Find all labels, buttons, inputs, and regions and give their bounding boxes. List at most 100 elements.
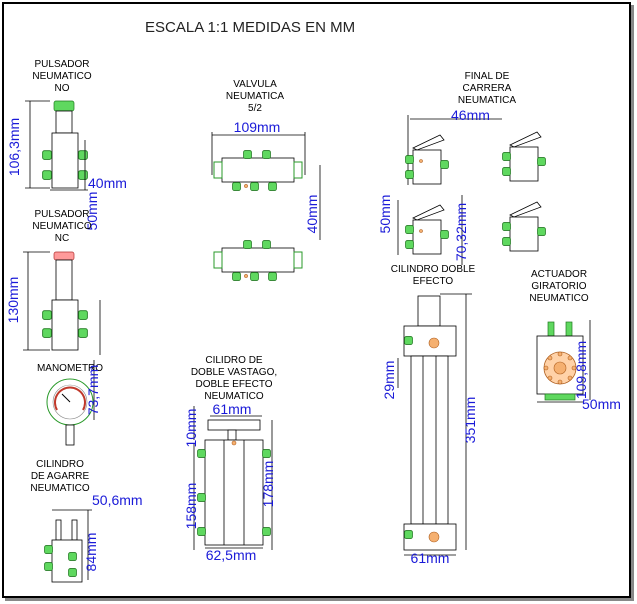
valvula-label-2: NEUMATICA [226,91,284,102]
manometro-needle [61,393,71,403]
pulsador-nc-neck [55,259,73,301]
cilindro-agarre-dim-height: 84mm [83,533,99,572]
cdv-label-3: DOBLE EFECTO [195,379,272,390]
pulsador-no-body [51,132,79,189]
pulsador-no-dim-height: 106,3mm [6,118,22,176]
cilindro-agarre-jaw [55,519,62,541]
cilindro-doble-efecto-port [404,530,413,539]
valvula-port [243,240,252,249]
manometro-scale [54,386,86,411]
pulsador-no-port [42,170,52,180]
cdv-dim-top-width: 61mm [213,401,252,417]
cilindro-agarre-port [44,562,53,571]
cilindro-agarre-label-1: CILINDRO [36,459,84,470]
final-carrera-dim-height: 50mm [377,195,393,234]
actuador-giratorio-group: ACTUADOR GIRATORIO NEUMATICO 109,8mm 50m… [529,269,621,412]
cdv-label-4: NEUMATICO [204,391,263,402]
valvula-port [232,272,241,281]
valvula-group: VALVULA NEUMATICA 5/2 109mm 40mm [211,79,321,281]
actuador-label-3: NEUMATICO [529,293,588,304]
cdv-body [204,439,264,546]
actuador-dim-width: 50mm [582,396,621,412]
final-carrera-port [440,160,449,169]
valvula-port [243,150,252,159]
pulsador-nc-port [78,310,88,320]
cilindro-doble-efecto-dim-length: 351mm [462,397,478,444]
cilindro-agarre-dim-width: 50,6mm [92,492,143,508]
cdv-label-1: CILIDRO DE [205,355,263,366]
pulsador-nc-dim-height: 130mm [5,277,21,324]
final-carrera-label-2: CARRERA [463,83,512,94]
pulsador-no-label-3: NO [55,83,70,94]
cdv-label-2: DOBLE VASTAGO, [191,367,277,378]
cdv-dim-body: 158mm [183,483,199,530]
final-carrera-dim-width: 46mm [451,107,490,123]
pulsador-nc-port [42,310,52,320]
valvula-port [262,240,271,249]
cdv-port [262,449,271,458]
cilindro-agarre-jaw [71,519,78,541]
pulsador-no-port [78,150,88,160]
valvula-port [232,182,241,191]
cilindro-agarre-group: CILINDRO DE AGARRE NEUMATICO 50,6mm 84mm [30,459,143,583]
cilindro-agarre-label-3: NEUMATICO [30,483,89,494]
actuador-label-1: ACTUADOR [531,269,587,280]
final-carrera-body [509,146,539,182]
final-carrera-label-1: FINAL DE [465,71,510,82]
actuador-port-stem [547,321,555,337]
cdv-dim-plate: 10mm [183,409,199,448]
pulsador-nc-label-1: PULSADOR [34,209,89,220]
pulsador-no-port [42,150,52,160]
valvula-port [262,150,271,159]
cilindro-doble-efecto-barrel [410,355,449,525]
valvula-lower-body [221,247,295,273]
cilindro-doble-efecto-port [404,336,413,345]
cilindro-doble-efecto-fitting [428,337,440,349]
final-carrera-body [412,219,442,255]
cilindro-agarre-port [44,545,53,554]
manometro-group: MANOMETRO 73,7mm [37,360,103,446]
valvula-upper-end [213,161,223,179]
actuador-label-2: GIRATORIO [531,281,586,292]
valvula-lower-end [293,251,303,269]
valvula-port [268,182,277,191]
pulsador-nc-port [78,328,88,338]
final-carrera-body [412,149,442,185]
pulsador-no-button [53,100,75,112]
pulsador-no-dim-depth: 50mm [84,192,100,231]
valvula-lower-end [213,251,223,269]
final-carrera-label-3: NEUMATICA [458,95,516,106]
final-carrera-lever [412,134,445,151]
cilindro-agarre-port [68,568,77,577]
pulsador-no-port [78,170,88,180]
cilindro-doble-efecto-label-2: EFECTO [413,276,454,287]
pulsador-no-group: PULSADOR NEUMATICO NO 106,3mm 40mm 50mm [6,59,127,230]
page-title: ESCALA 1:1 MEDIDAS EN MM [145,19,355,36]
final-carrera-port [502,152,511,161]
final-carrera-lever [509,201,542,218]
pulsador-nc-button [53,251,75,261]
cilindro-agarre-port [68,552,77,561]
cdv-top-plate [207,419,261,431]
final-carrera-port [502,222,511,231]
manometro-dim: 73,7mm [85,365,101,416]
final-carrera-port [405,170,414,179]
final-carrera-port [537,227,546,236]
pulsador-no-dim-width: 40mm [88,175,127,191]
final-carrera-port [405,225,414,234]
cdv-port [262,527,271,536]
final-carrera-body [509,216,539,252]
drawing-frame [2,2,631,598]
cdv-port [197,449,206,458]
final-carrera-port [440,230,449,239]
cilindro-doble-vastago-group: CILIDRO DE DOBLE VASTAGO, DOBLE EFECTO N… [183,355,277,563]
cilindro-agarre-body [51,539,83,583]
final-carrera-lever [412,204,445,221]
final-carrera-port [502,167,511,176]
actuador-base [544,393,576,401]
pulsador-nc-group: PULSADOR NEUMATICO NC 130mm [5,209,101,355]
final-carrera-dim-height-2: 70,32mm [453,203,469,261]
valvula-dim-height: 40mm [304,195,320,234]
valvula-dim-width: 109mm [234,119,281,135]
